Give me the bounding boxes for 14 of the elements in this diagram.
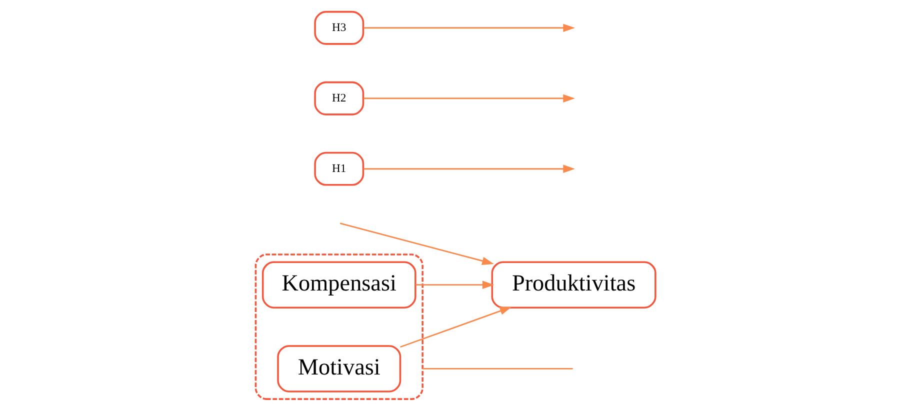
arrow [364, 164, 575, 173]
node-box: Motivasi [277, 345, 402, 392]
node-box: Produktivitas [491, 261, 656, 308]
connector [422, 368, 573, 370]
arrow [364, 24, 575, 32]
node-box: H3 [314, 10, 364, 45]
cluster [254, 254, 424, 400]
arrow [416, 280, 494, 289]
node-box: H1 [314, 152, 364, 186]
arrow [340, 222, 494, 265]
arrow [364, 94, 575, 102]
arrow [400, 306, 512, 348]
node-box: H2 [314, 81, 364, 116]
node-box: Kompensasi [262, 261, 416, 308]
